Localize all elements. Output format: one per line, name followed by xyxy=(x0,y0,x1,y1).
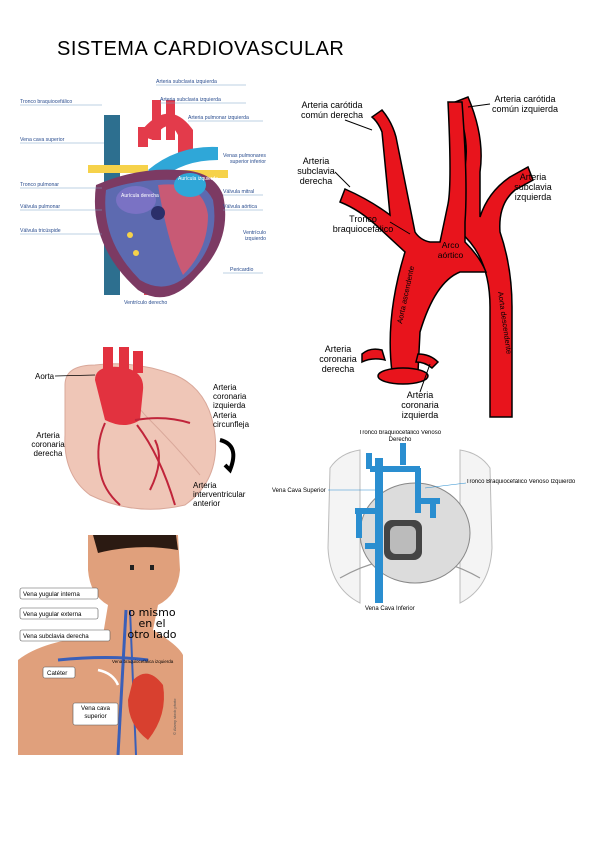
subclavia-der-label: Arteria subclavia derecha xyxy=(297,156,335,186)
cava-sup-label: Vena cava superior xyxy=(20,137,65,143)
aorta-shape xyxy=(95,366,144,425)
vein-tree-shape xyxy=(355,443,440,603)
coronary-diagram: Aorta Arteria coronaria izquierda Arteri… xyxy=(31,347,250,510)
heart-shape xyxy=(128,673,164,740)
ventriculo-der-label: Ventrículo derecho xyxy=(124,300,167,306)
auricula-izq-label: Aurícula izquierda xyxy=(178,176,218,182)
pulmonar-izq-label: Arteria pulmonar izquierda xyxy=(188,115,249,121)
aortic-arch-shape xyxy=(138,113,193,155)
valvula-mitral-label: Válvula mitral xyxy=(223,189,254,195)
credit-label: © Alamy stock photo xyxy=(172,698,177,735)
arco-label: Arco aórtico xyxy=(437,240,464,260)
coronary-vessels xyxy=(97,417,191,506)
cava-sup-label: Vena cava superior xyxy=(81,705,110,720)
valvula-aortica-label: Válvula aórtica xyxy=(223,204,257,210)
carotida-izq-label: Arteria carótida común izquierda xyxy=(491,94,559,114)
subclavia-der-label: Vena subclavia derecha xyxy=(23,633,89,640)
aorta-label: Aorta xyxy=(35,372,55,381)
cava-inf-label: Vena Cava Inferior xyxy=(365,606,415,612)
coronaria-der-label: Arteria coronaria derecha xyxy=(31,431,65,458)
subclavia-izq-label: Arteria subclavia izquierda xyxy=(160,97,221,103)
yugular-ext-label: Vena yugular externa xyxy=(23,611,82,618)
valvula-pulm-label: Válvula pulmonar xyxy=(20,204,60,210)
tronco-pulm-label: Tronco pulmonar xyxy=(20,182,59,188)
subclavia-izq-top-label: Arteria subclavia izquierda xyxy=(156,79,217,85)
tronco-label: Tronco braquiocefálico xyxy=(332,214,394,234)
tronco-der-label: Tronco braquiocefálico Venoso Derecho xyxy=(358,430,442,443)
coronaria-der-label: Arteria coronaria derecha xyxy=(319,344,357,374)
valvula-tric-label: Válvula tricúspide xyxy=(20,228,61,234)
cateter-label: Catéter xyxy=(47,670,67,677)
venas-pulm-label: Venas pulmonares superior inferior xyxy=(223,153,266,165)
braquio-label: Vena braquiocefálica izquierda xyxy=(112,659,174,664)
coronaria-izq-label: Arteria coronaria izquierda xyxy=(401,390,439,420)
cava-sup-label: Vena Cava Superior xyxy=(272,488,326,494)
ventriculo-izq-label: Ventrículo izquierdo xyxy=(242,230,266,242)
subclavia-izq-label: Arteria subclavia izquierda xyxy=(514,172,552,202)
tronco-label: Tronco braquiocefálico xyxy=(20,99,72,105)
page-title: SISTEMA CARDIOVASCULAR xyxy=(57,38,345,60)
heart-diagram: Aurícula derecha Aurícula izquierda Tron… xyxy=(18,75,268,310)
auricula-der-label: Aurícula derecha xyxy=(121,193,159,199)
aortic-arch-diagram: Arteria carótida común derecha Arteria c… xyxy=(297,94,559,420)
coronaria-izq-label: Arteria coronaria izquierda xyxy=(213,383,247,410)
pericardio-label: Pericardio xyxy=(230,267,253,273)
catheter-illustration: Vena yugular interna Vena yugular extern… xyxy=(18,535,183,755)
tronco-izq-label: Tronco Braquiocefálico Venoso Izquierdo xyxy=(466,479,576,485)
circunfleja-label: Arteria circunfleja xyxy=(213,411,250,429)
vena-cava-diagram: Tronco braquiocefálico Venoso Derecho Tr… xyxy=(272,430,576,612)
handwritten-note: o mismo en el otro lado xyxy=(127,607,177,641)
yugular-int-label: Vena yugular interna xyxy=(23,591,80,598)
aorta-shape xyxy=(339,96,534,418)
carotida-der-label: Arteria carótida común derecha xyxy=(300,100,364,120)
interventricular-label: Arteria interventricular anterior xyxy=(193,481,246,508)
